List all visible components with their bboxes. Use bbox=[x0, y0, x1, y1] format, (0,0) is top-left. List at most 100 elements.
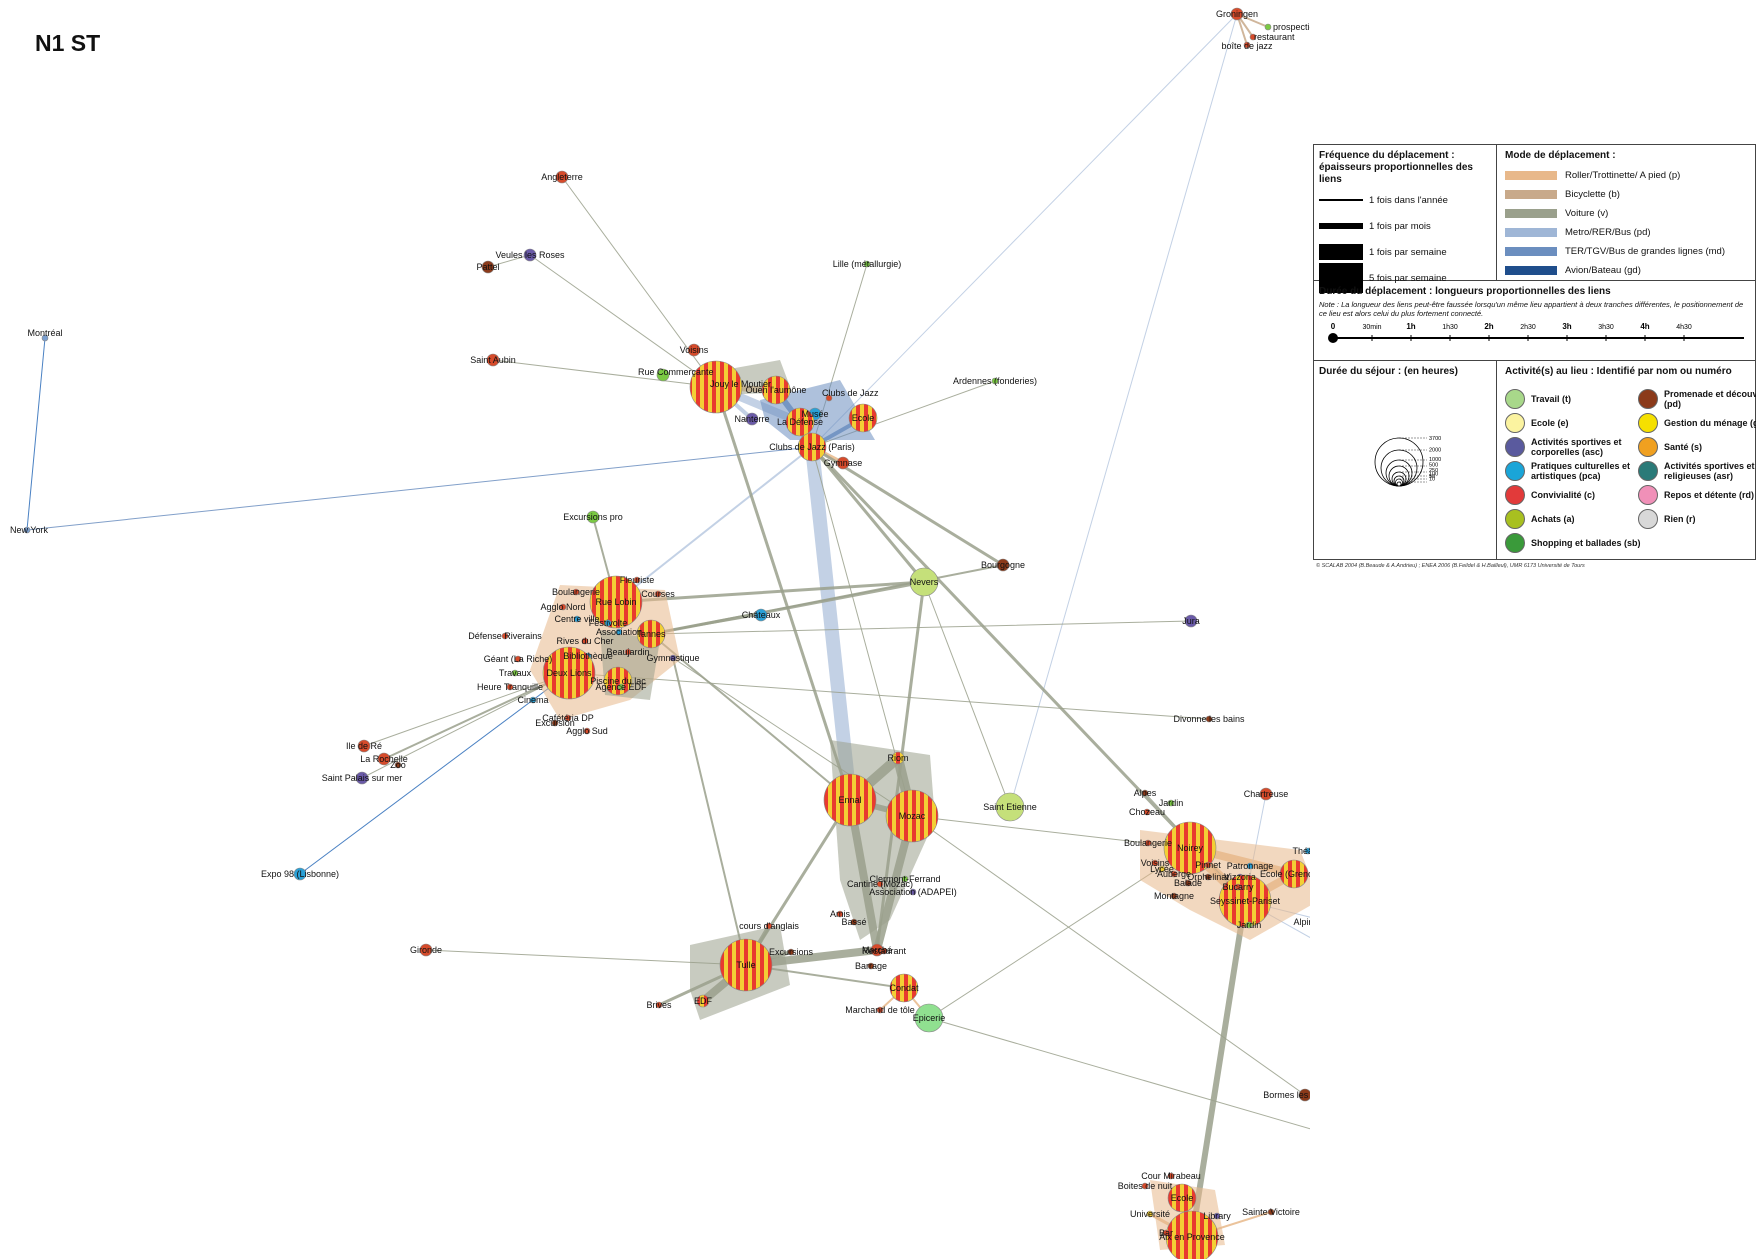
node-courmirabeau[interactable] bbox=[1167, 1172, 1175, 1180]
node-defriv[interactable] bbox=[501, 632, 509, 640]
node-tannes[interactable] bbox=[636, 619, 666, 649]
node-piscine[interactable] bbox=[603, 666, 633, 696]
node-ecole_p[interactable] bbox=[848, 403, 878, 433]
node-iledere[interactable] bbox=[357, 739, 371, 753]
node-cantinemozac[interactable] bbox=[876, 880, 884, 888]
node-excursions3[interactable] bbox=[787, 948, 795, 956]
node-boitesnuit[interactable] bbox=[1141, 1182, 1149, 1190]
node-bourgogne[interactable] bbox=[996, 558, 1010, 572]
node-clermont[interactable] bbox=[901, 875, 909, 883]
node-festivolte[interactable] bbox=[604, 619, 612, 627]
node-pattel[interactable] bbox=[481, 260, 495, 274]
node-coursanglais[interactable] bbox=[765, 922, 773, 930]
node-library[interactable] bbox=[1213, 1212, 1221, 1220]
node-cbasse[interactable] bbox=[850, 918, 858, 926]
node-edf[interactable] bbox=[696, 994, 710, 1008]
node-montreal[interactable] bbox=[41, 334, 49, 342]
node-heuretranq[interactable] bbox=[506, 683, 514, 691]
node-voisins2[interactable] bbox=[1151, 859, 1159, 867]
node-jura[interactable] bbox=[1184, 614, 1198, 628]
node-latefense[interactable] bbox=[785, 407, 815, 437]
node-saintpalais[interactable] bbox=[355, 771, 369, 785]
node-angleterre[interactable] bbox=[555, 170, 569, 184]
node-boite_jazz[interactable] bbox=[1243, 41, 1251, 49]
node-veules[interactable] bbox=[523, 248, 537, 262]
node-divonne[interactable] bbox=[1205, 715, 1213, 723]
node-seyssinet[interactable] bbox=[1218, 874, 1272, 928]
node-patronnage[interactable] bbox=[1246, 862, 1254, 870]
node-bormes[interactable] bbox=[1298, 1088, 1310, 1102]
node-ecole_aix[interactable] bbox=[1167, 1183, 1197, 1213]
node-alpes[interactable] bbox=[1141, 789, 1149, 797]
node-boulangerie2[interactable] bbox=[1144, 839, 1152, 847]
node-bar[interactable] bbox=[1162, 1229, 1170, 1237]
node-ardennes[interactable] bbox=[991, 377, 999, 385]
node-beaujardin[interactable] bbox=[624, 648, 632, 656]
node-excpro[interactable] bbox=[586, 510, 600, 524]
node-marchand[interactable] bbox=[876, 1006, 884, 1014]
node-cinema[interactable] bbox=[529, 696, 537, 704]
node-agglonord[interactable] bbox=[559, 603, 567, 611]
node-gironde[interactable] bbox=[419, 943, 433, 957]
node-deuxlions[interactable] bbox=[542, 646, 596, 700]
node-fleuriste[interactable] bbox=[633, 576, 641, 584]
node-cafeteria[interactable] bbox=[564, 714, 572, 722]
node-aix[interactable] bbox=[1165, 1210, 1219, 1259]
node-chartreuse[interactable] bbox=[1259, 787, 1273, 801]
node-zoo[interactable] bbox=[394, 761, 402, 769]
node-clubsjazz[interactable] bbox=[825, 394, 833, 402]
node-grenoble[interactable] bbox=[1279, 859, 1309, 889]
node-universite[interactable] bbox=[1146, 1210, 1154, 1218]
node-newyork[interactable] bbox=[23, 526, 31, 534]
node-barrage[interactable] bbox=[867, 962, 875, 970]
node-larochelle[interactable] bbox=[377, 752, 391, 766]
node-mozac[interactable] bbox=[885, 789, 939, 843]
node-paris[interactable] bbox=[797, 432, 827, 462]
node-theatre[interactable] bbox=[1304, 847, 1310, 855]
node-groningen[interactable] bbox=[1230, 7, 1244, 21]
node-geant[interactable] bbox=[514, 655, 522, 663]
node-nanterre[interactable] bbox=[745, 412, 759, 426]
node-excursion2[interactable] bbox=[551, 719, 559, 727]
node-condat[interactable] bbox=[889, 973, 919, 1003]
node-jardin1[interactable] bbox=[1167, 799, 1175, 807]
node-sainttienne[interactable] bbox=[995, 792, 1025, 822]
node-ruecomm[interactable] bbox=[656, 368, 670, 382]
node-gymnastique[interactable] bbox=[669, 654, 677, 662]
node-prospection[interactable] bbox=[1264, 23, 1272, 31]
node-chozeau[interactable] bbox=[1143, 808, 1151, 816]
node-amis[interactable] bbox=[836, 910, 844, 918]
node-auberge[interactable] bbox=[1170, 870, 1178, 878]
node-saintaubin[interactable] bbox=[486, 353, 500, 367]
node-brives[interactable] bbox=[655, 1001, 663, 1009]
node-ennal[interactable] bbox=[823, 773, 877, 827]
node-bucarry[interactable] bbox=[1234, 883, 1242, 891]
node-tulle[interactable] bbox=[719, 938, 773, 992]
node-rivescher[interactable] bbox=[581, 637, 589, 645]
node-jouy[interactable] bbox=[689, 360, 743, 414]
node-adapei[interactable] bbox=[909, 888, 917, 896]
node-ruelobin[interactable] bbox=[589, 575, 643, 629]
node-lycee[interactable] bbox=[1158, 865, 1166, 873]
node-saintevictoire[interactable] bbox=[1267, 1208, 1275, 1216]
node-travaux[interactable] bbox=[511, 669, 519, 677]
node-chateaux[interactable] bbox=[754, 608, 768, 622]
node-expo98[interactable] bbox=[293, 867, 307, 881]
node-agenceedf[interactable] bbox=[617, 683, 625, 691]
node-pinnet[interactable] bbox=[1204, 861, 1212, 869]
node-agglosud[interactable] bbox=[583, 727, 591, 735]
node-nevers[interactable] bbox=[909, 567, 939, 597]
node-orphelinat[interactable] bbox=[1204, 873, 1212, 881]
node-jardin2[interactable] bbox=[1245, 921, 1253, 929]
node-balade[interactable] bbox=[1184, 879, 1192, 887]
node-montagne[interactable] bbox=[1170, 892, 1178, 900]
node-riom[interactable] bbox=[891, 751, 905, 765]
node-gymnase[interactable] bbox=[836, 456, 850, 470]
node-epicerie[interactable] bbox=[914, 1003, 944, 1033]
node-ouen[interactable] bbox=[761, 375, 791, 405]
node-boulangerie1[interactable] bbox=[572, 588, 580, 596]
node-voisins[interactable] bbox=[687, 343, 701, 357]
node-restaurant2[interactable] bbox=[880, 947, 888, 955]
node-restaurant[interactable] bbox=[1249, 33, 1257, 41]
node-courses[interactable] bbox=[654, 590, 662, 598]
